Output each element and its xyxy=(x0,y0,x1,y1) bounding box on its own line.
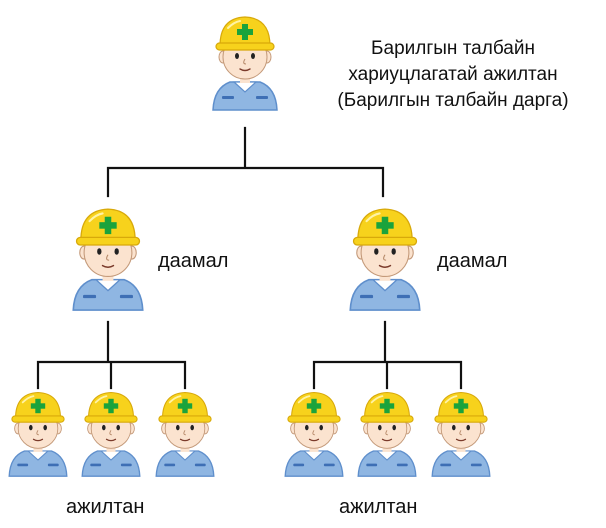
manager-title-line-1: Барилгын талбайн xyxy=(371,38,535,59)
worker-right-2-icon xyxy=(357,391,417,478)
worker-right-3-icon xyxy=(431,391,491,478)
manager-title-line-2: хариуцлагатай ажилтан xyxy=(348,64,558,85)
worker-left-3-icon xyxy=(155,391,215,478)
supervisor-right-worker-icon xyxy=(349,207,421,312)
manager-worker-icon xyxy=(212,16,278,111)
connector-lines xyxy=(36,126,463,390)
worker-group-right-label: ажилтан xyxy=(339,496,418,518)
top-connector xyxy=(106,126,385,198)
right-group-connector xyxy=(312,320,463,390)
left-group-connector xyxy=(36,320,187,390)
worker-group-left-label: ажилтан xyxy=(66,496,145,518)
worker-right-1-icon xyxy=(284,391,344,478)
supervisor-left-label: даамал xyxy=(158,250,229,272)
supervisor-right-label: даамал xyxy=(437,250,508,272)
worker-left-1-icon xyxy=(8,391,68,478)
manager-title: Барилгын талбайн хариуцлагатай ажилтан (… xyxy=(300,36,606,114)
worker-left-2-icon xyxy=(81,391,141,478)
manager-title-line-3: (Барилгын талбайн дарга) xyxy=(337,90,569,111)
supervisor-left-worker-icon xyxy=(72,207,144,312)
